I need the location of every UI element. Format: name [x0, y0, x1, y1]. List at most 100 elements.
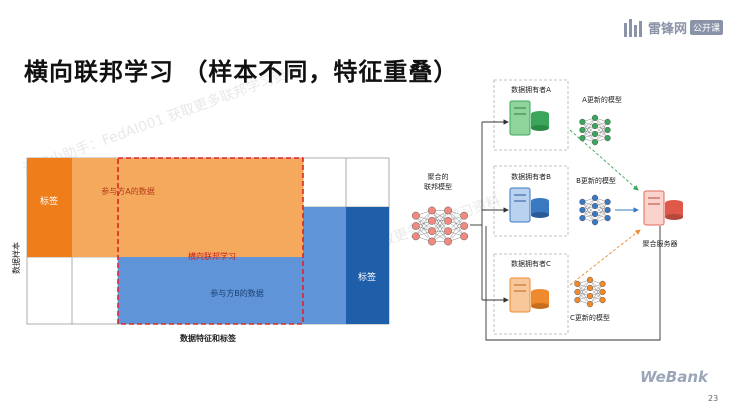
- network-node: [599, 280, 606, 287]
- owner-a-server-icon: [509, 100, 549, 136]
- network-node: [586, 276, 594, 283]
- network-node: [579, 206, 586, 214]
- slide-title: 横向联邦学习 （样本不同，特征重叠）: [24, 58, 459, 86]
- network-node: [591, 210, 599, 218]
- network-node: [574, 288, 581, 296]
- network-node: [579, 126, 586, 134]
- network-node: [604, 135, 611, 142]
- federated-model-label-line2: 联邦模型: [424, 182, 452, 191]
- model-c-network-icon: [574, 276, 606, 308]
- network-node: [604, 215, 611, 222]
- party-b-text: 参与方B的数据: [210, 288, 264, 298]
- brand-icon: [624, 18, 642, 37]
- network-node: [591, 194, 599, 201]
- network-node: [428, 216, 436, 225]
- network-node: [586, 301, 594, 308]
- network-node: [591, 114, 599, 121]
- network-node: [579, 215, 586, 222]
- owner-b-box: [493, 165, 569, 237]
- network-node: [604, 206, 611, 214]
- network-node: [591, 202, 599, 210]
- owner-a-box: [493, 79, 569, 151]
- network-node: [591, 130, 599, 138]
- federated-model-label-line1: 聚合的: [428, 172, 449, 181]
- arrow-a-to-server: [569, 129, 639, 191]
- network-node: [591, 122, 599, 130]
- network-node: [411, 232, 420, 241]
- network-edge: [589, 283, 603, 305]
- center-text: 横向联邦学习: [188, 251, 236, 261]
- network-node: [444, 237, 452, 246]
- network-edge: [577, 279, 591, 301]
- network-edge: [582, 197, 596, 219]
- owner-b-server-icon: [509, 187, 549, 223]
- network-node: [599, 288, 606, 296]
- model-c-label: C更新的模型: [570, 313, 610, 322]
- owner-c-box: [493, 253, 569, 335]
- network-edge: [431, 210, 449, 242]
- network-edge: [594, 201, 608, 223]
- label-b-text: 标签: [358, 271, 376, 283]
- owner-a-label: 数据拥有者A: [511, 85, 551, 94]
- footer-logo: WeBank: [640, 368, 708, 386]
- model-b-network-icon: [579, 194, 611, 226]
- network-node: [428, 227, 436, 236]
- network-node: [428, 237, 436, 246]
- network-node: [444, 227, 452, 236]
- network-node: [579, 135, 586, 142]
- network-node: [460, 211, 469, 220]
- brand-logo: 雷锋网 公开课: [624, 18, 724, 37]
- network-node: [604, 126, 611, 134]
- network-node: [411, 222, 420, 230]
- arrow-c-to-server: [569, 229, 641, 286]
- page-number: 23: [708, 394, 719, 403]
- party-b-overlap-top: [303, 207, 346, 257]
- network-node: [411, 211, 420, 220]
- network-node: [460, 222, 469, 230]
- network-node: [591, 139, 599, 146]
- aggregation-server-icon: [643, 190, 683, 226]
- network-edge: [431, 220, 449, 242]
- network-edge: [415, 210, 433, 237]
- model-a-network-icon: [579, 114, 611, 146]
- federated-model-network-icon: [411, 206, 469, 246]
- network-node: [591, 219, 599, 226]
- distribution-arrows: [470, 119, 509, 303]
- network-edge: [582, 117, 596, 139]
- model-b-label: B更新的模型: [576, 176, 616, 185]
- model-a-label: A更新的模型: [582, 95, 622, 104]
- network-node: [579, 118, 586, 125]
- owner-c-server-icon: [509, 277, 549, 313]
- network-node: [586, 292, 594, 300]
- network-edge: [447, 215, 465, 242]
- network-node: [579, 198, 586, 205]
- network-node: [586, 284, 594, 292]
- network-node: [599, 297, 606, 304]
- network-node: [604, 198, 611, 205]
- party-a-text: 参与方A的数据: [101, 186, 154, 196]
- network-node: [574, 280, 581, 287]
- label-b-block: [346, 207, 389, 324]
- network-node: [604, 118, 611, 125]
- network-node: [428, 206, 436, 215]
- y-axis-label: 数据样本: [11, 242, 21, 274]
- return-loop-line: [485, 226, 661, 341]
- network-node: [444, 216, 452, 225]
- owner-c-label: 数据拥有者C: [511, 259, 551, 268]
- label-a-block: [27, 158, 72, 257]
- network-edge: [431, 210, 449, 232]
- network-node: [574, 297, 581, 304]
- network-edge: [594, 121, 608, 143]
- x-axis-label: 数据特征和标签: [180, 333, 237, 343]
- brand-badge: 公开课: [690, 20, 724, 35]
- network-node: [444, 206, 452, 215]
- overlap-region: [118, 207, 303, 257]
- network-node: [460, 232, 469, 241]
- brand-name: 雷锋网: [648, 22, 688, 37]
- label-a-text: 标签: [40, 195, 58, 207]
- owner-b-label: 数据拥有者B: [511, 172, 551, 181]
- federated-region-outline: [117, 157, 304, 325]
